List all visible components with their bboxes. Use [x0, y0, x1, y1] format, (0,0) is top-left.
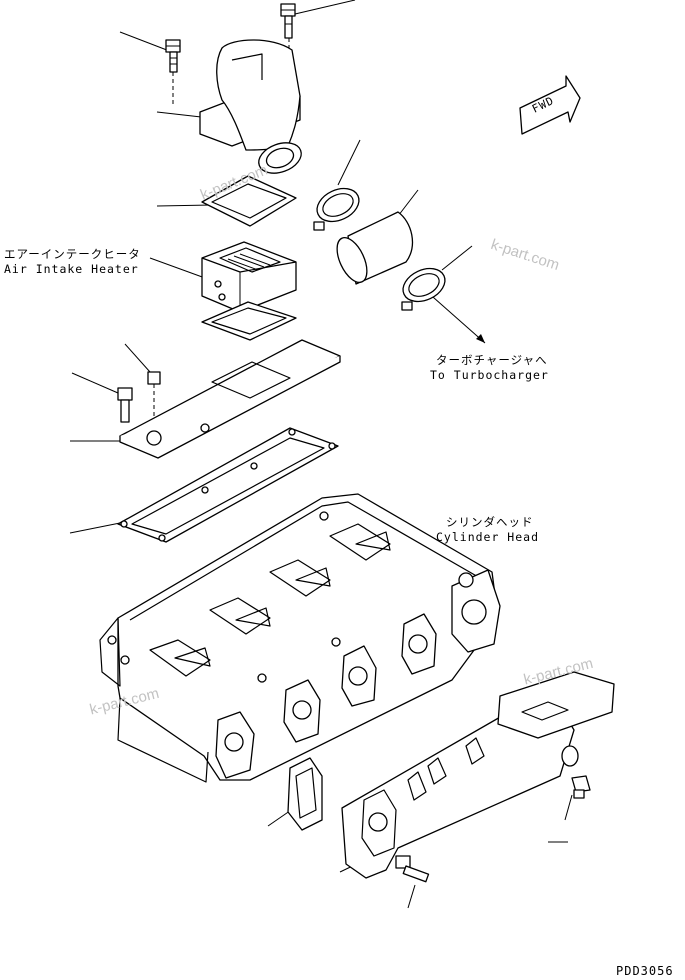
- intake-gasket: [117, 427, 339, 543]
- air-intake-heater: [201, 241, 297, 313]
- manifold-plug: [571, 775, 591, 799]
- bolt-mid: [117, 387, 133, 423]
- heater-gasket-upper: [201, 175, 297, 227]
- to-turbocharger-label-jp: ターボチャージャへ: [436, 353, 548, 367]
- bolt-top-right: [280, 3, 296, 39]
- hose-clamp-lower: [401, 267, 446, 311]
- to-turbocharger-label-en: To Turbocharger: [430, 368, 549, 382]
- air-intake-heater-label-en: Air Intake Heater: [4, 262, 139, 276]
- cylinder-head-label-en: Cylinder Head: [436, 530, 540, 544]
- cylinder-head: [99, 493, 501, 783]
- intake-elbow: [199, 39, 302, 174]
- intake-cover-plate: [119, 339, 341, 459]
- manifold-bolt: [395, 855, 430, 883]
- cylinder-head-label-jp: シリンダヘッド: [446, 515, 534, 529]
- bolt-top-left: [165, 39, 181, 73]
- fwd-arrow-icon: [519, 75, 581, 135]
- exhaust-gasket: [287, 757, 323, 831]
- exhaust-manifold: [341, 671, 615, 879]
- drawing-code: PDD3056: [616, 964, 674, 978]
- heater-gasket-lower: [201, 301, 297, 341]
- hose-clamp-upper: [313, 187, 360, 231]
- rubber-hose: [336, 211, 414, 285]
- air-intake-heater-label-jp: エアーインテークヒータ: [4, 247, 141, 261]
